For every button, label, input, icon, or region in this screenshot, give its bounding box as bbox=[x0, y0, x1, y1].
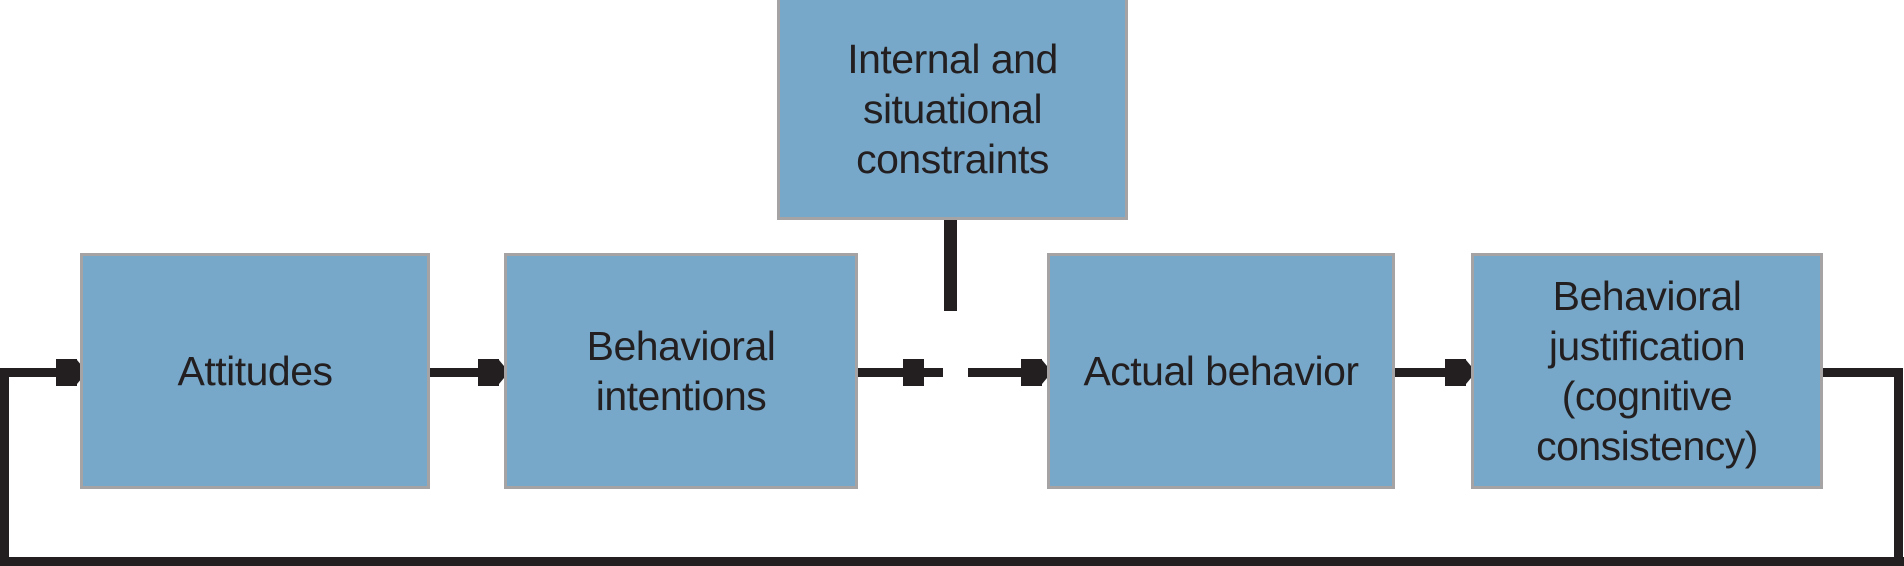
arrow-loop-to-attitudes-line bbox=[0, 368, 57, 377]
arrow-loop-to-attitudes-head bbox=[56, 359, 77, 386]
arrow-junction-to-behavior-line bbox=[968, 368, 1021, 377]
arrow-intentions-to-junction-line bbox=[858, 368, 903, 377]
arrow-attitudes-to-intentions-head bbox=[478, 359, 499, 386]
arrow-behavior-to-justification-line bbox=[1395, 368, 1445, 377]
arrow-intentions-to-junction-head bbox=[903, 359, 924, 386]
arrow-attitudes-to-intentions-line bbox=[430, 368, 478, 377]
node-behavioral-justification: Behavioral justification (cognitive cons… bbox=[1471, 253, 1823, 489]
feedback-loop-bottom-line bbox=[0, 557, 1904, 566]
arrow-junction-to-behavior-head bbox=[1021, 359, 1042, 386]
feedback-loop-right-line bbox=[1894, 368, 1903, 566]
feedback-loop-top-stub bbox=[1823, 368, 1894, 377]
feedback-loop-left-line bbox=[0, 368, 9, 566]
arrow-behavior-to-justification-head bbox=[1445, 359, 1466, 386]
arrow-intentions-to-junction-stub bbox=[924, 368, 943, 377]
node-attitudes: Attitudes bbox=[80, 253, 430, 489]
node-behavioral-intentions: Behavioral intentions bbox=[504, 253, 858, 489]
node-internal-situational-constraints: Internal and situational constraints bbox=[777, 0, 1128, 220]
constraints-drop-line bbox=[944, 220, 957, 311]
node-actual-behavior: Actual behavior bbox=[1047, 253, 1395, 489]
